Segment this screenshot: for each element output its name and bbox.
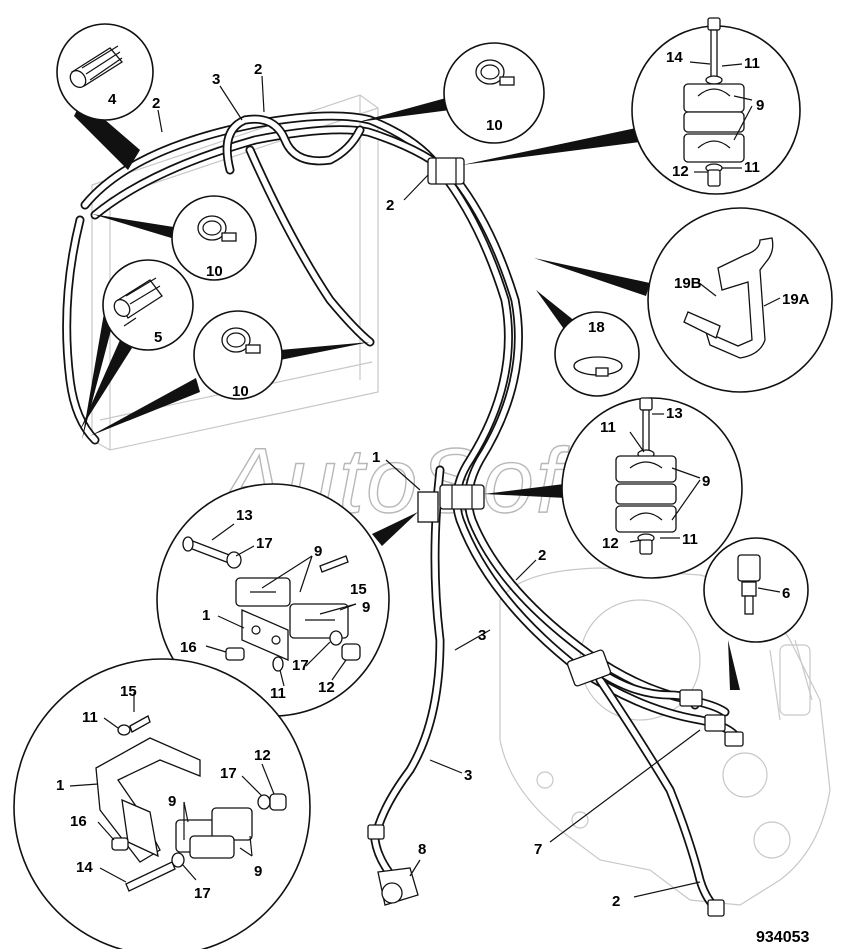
label-part-2: 2 [386,197,394,214]
label-part-11: 11 [270,685,286,702]
callout-clamp-assembly-middle [484,397,743,579]
callout-hose-guide-19 [534,207,833,393]
label-part-13: 13 [666,405,683,422]
label-part-16: 16 [70,813,87,830]
label-part-14: 14 [666,49,683,66]
label-part-3: 3 [478,627,486,644]
label-part-1: 1 [372,449,380,466]
label-part-19b: 19B [674,275,702,292]
figure-number: 934053 [756,929,809,946]
label-part-15: 15 [350,581,367,598]
label-part-7: 7 [534,841,542,858]
label-part-12: 12 [672,163,689,180]
label-part-3: 3 [464,767,472,784]
clamp-block-lower [566,649,612,687]
part-labels: 2 3 2 4 2 10 10 5 10 14 11 9 12 11 19B 1… [56,49,810,946]
label-part-11: 11 [682,531,698,548]
label-part-12: 12 [254,747,271,764]
callout-hose-5 [80,259,194,440]
label-part-5: 5 [154,329,162,346]
callout-clamp-assembly-top [462,17,801,195]
label-part-11: 11 [82,709,98,726]
label-part-1: 1 [202,607,210,624]
label-part-12: 12 [602,535,619,552]
callout-retaining-ring-18 [536,290,640,397]
label-part-11: 11 [600,419,616,436]
label-part-17: 17 [292,657,309,674]
label-part-9: 9 [168,793,176,810]
label-part-17: 17 [194,885,211,902]
label-part-10: 10 [486,117,503,134]
callout-sensor-6 [703,537,809,690]
label-part-9: 9 [756,97,764,114]
label-part-18: 18 [588,319,605,336]
callout-hose-clamp-10-c [358,42,545,144]
label-part-12: 12 [318,679,335,696]
clamp-block-middle [417,484,485,523]
callout-hose-4 [56,23,154,170]
label-part-9: 9 [362,599,370,616]
label-part-2: 2 [254,61,262,78]
label-part-9: 9 [702,473,710,490]
temperature-sensor-8 [367,824,419,906]
label-part-10: 10 [232,383,249,400]
label-part-9: 9 [254,863,262,880]
label-part-17: 17 [256,535,273,552]
clamp-block-upper [427,157,465,185]
label-part-1: 1 [56,777,64,794]
label-part-2: 2 [152,95,160,112]
callout-bracket-assembly-bottom [13,658,311,949]
engine-fittings [679,689,744,917]
callout-hose-clamp-10-a [92,195,257,281]
label-part-11: 11 [744,55,760,72]
label-part-19a: 19A [782,291,810,308]
label-part-3: 3 [212,71,220,88]
label-part-11: 11 [744,159,760,176]
label-part-17: 17 [220,765,237,782]
label-part-4: 4 [108,91,117,108]
label-part-2: 2 [612,893,620,910]
label-part-15: 15 [120,683,137,700]
engine-block-outline [499,567,831,906]
label-part-16: 16 [180,639,197,656]
label-part-10: 10 [206,263,223,280]
leader-lines [69,61,781,898]
label-part-6: 6 [782,585,790,602]
callout-hose-clamp-10-b [90,310,370,436]
label-part-9: 9 [314,543,322,560]
label-part-8: 8 [418,841,426,858]
label-part-13: 13 [236,507,253,524]
label-part-14: 14 [76,859,93,876]
label-part-2: 2 [538,547,546,564]
